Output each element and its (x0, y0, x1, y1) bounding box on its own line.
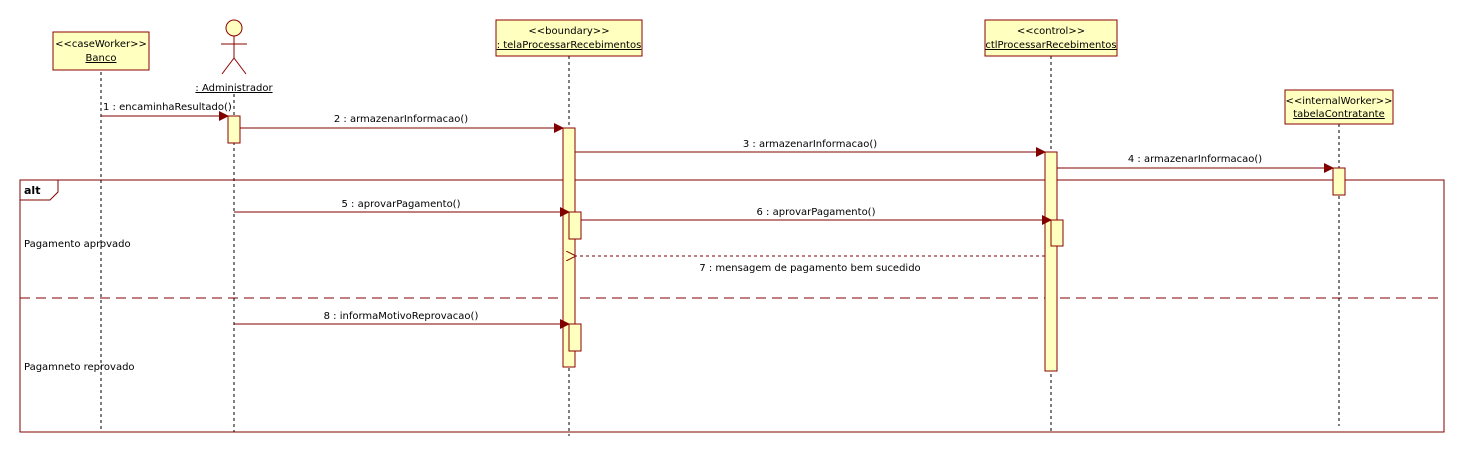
activation-tela-nested-1 (568, 211, 582, 240)
message-3-label: 3 : armazenarInformacao() (743, 139, 877, 150)
participant-tela[interactable]: <<boundary>> : telaProcessarRecebimentos (495, 19, 643, 57)
participant-banco-stereotype: <<caseWorker>> (55, 39, 147, 50)
message-7-return[interactable]: 7 : mensagem de pagamento bem sucedido (576, 256, 1045, 274)
message-3[interactable]: 3 : armazenarInformacao() (575, 139, 1046, 157)
participant-administrador-name: : Administrador (195, 83, 273, 94)
participant-banco[interactable]: <<caseWorker>> Banco (52, 31, 150, 71)
participant-ctl-name: ctlProcessarRecebimentos (985, 40, 1116, 51)
activation-ctl-nested (1050, 219, 1064, 247)
lifelines (100, 56, 1340, 436)
message-6[interactable]: 6 : aprovarPagamento() (581, 207, 1052, 225)
message-2-label: 2 : armazenarInformacao() (334, 114, 468, 125)
message-8[interactable]: 8 : informaMotivoReprovacao() (234, 311, 570, 329)
message-2[interactable]: 2 : armazenarInformacao() (240, 114, 564, 133)
participant-tabela-stereotype: <<internalWorker>> (1285, 96, 1392, 107)
participant-administrador[interactable]: : Administrador (195, 19, 273, 94)
message-1-label: 1 : encaminhaResultado() (103, 102, 232, 113)
message-1[interactable]: 1 : encaminhaResultado() (101, 102, 232, 121)
activation-bars (227, 115, 1346, 372)
message-6-label: 6 : aprovarPagamento() (757, 207, 876, 218)
message-5[interactable]: 5 : aprovarPagamento() (234, 199, 570, 217)
participant-tabela[interactable]: <<internalWorker>> tabelaContratante (1284, 89, 1394, 125)
activation-administrador (227, 115, 241, 144)
participant-ctl-stereotype: <<control>> (1017, 26, 1085, 37)
participant-tabela-name: tabelaContratante (1293, 109, 1385, 120)
activation-tabela (1332, 167, 1346, 196)
message-8-label: 8 : informaMotivoReprovacao() (324, 311, 479, 322)
alt-operator-label: alt (24, 184, 40, 197)
participant-ctl[interactable]: <<control>> ctlProcessarRecebimentos (984, 19, 1118, 57)
activation-ctl (1044, 151, 1058, 372)
guard-pagamento-aprovado: Pagamento aprovado (24, 239, 131, 250)
message-7-label: 7 : mensagem de pagamento bem sucedido (699, 263, 920, 274)
message-4[interactable]: 4 : armazenarInformacao() (1057, 154, 1334, 173)
message-5-label: 5 : aprovarPagamento() (342, 199, 461, 210)
participant-tela-name: : telaProcessarRecebimentos (497, 40, 642, 51)
activation-tela (562, 127, 576, 368)
participant-tela-stereotype: <<boundary>> (528, 26, 609, 37)
participant-banco-name: Banco (86, 53, 117, 64)
activation-tela-nested-2 (568, 323, 582, 352)
guard-pagamento-reprovado: Pagamneto reprovado (24, 362, 135, 373)
actor-icon (221, 19, 247, 75)
message-4-label: 4 : armazenarInformacao() (1128, 154, 1262, 165)
alt-fragment: alt Pagamento aprovado Pagamneto reprova… (19, 179, 1445, 433)
